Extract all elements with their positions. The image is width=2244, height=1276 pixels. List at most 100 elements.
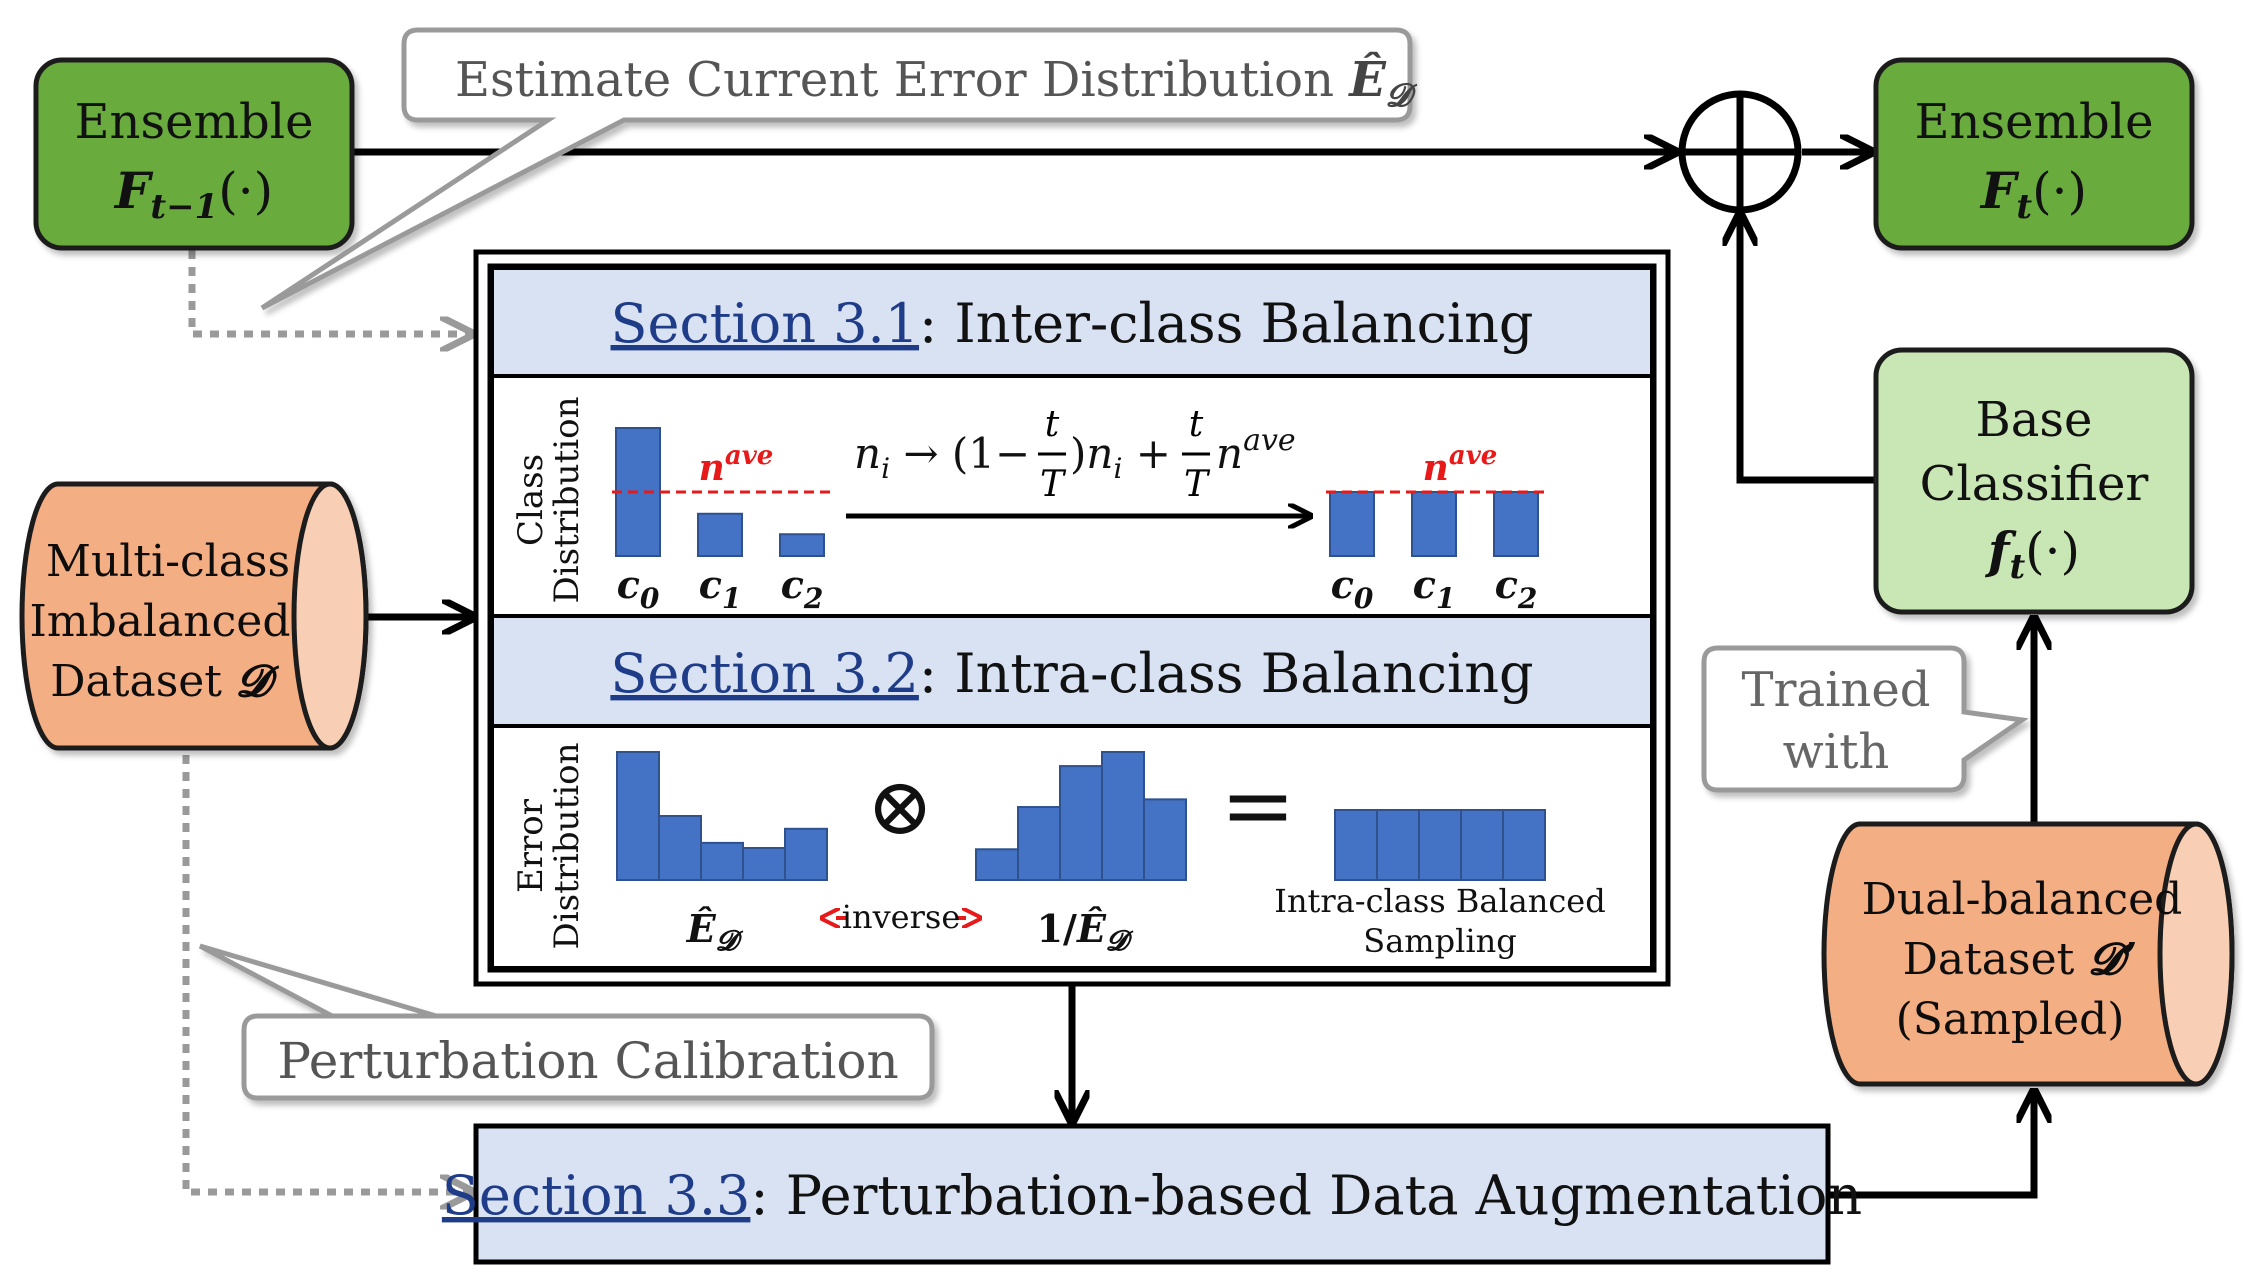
balanced-bar-0 bbox=[1334, 809, 1378, 881]
balanced-bar-3 bbox=[1460, 809, 1504, 881]
ensemble-next-subscript: t bbox=[2016, 187, 2032, 227]
after-class-label-0: c0 bbox=[1331, 562, 1374, 615]
inter-class-formula-tail: nave bbox=[1216, 423, 1296, 478]
after-class-label-1: c1 bbox=[1413, 562, 1456, 615]
formula-fraction-t-2: t bbox=[1189, 404, 1204, 445]
svg-text:Base: Base bbox=[1976, 392, 2093, 448]
error-distribution-axis-label: ErrorDistribution bbox=[511, 743, 587, 950]
error-bar-2 bbox=[700, 841, 744, 882]
svg-text:Section 3.1: Inter-class Balan: Section 3.1: Inter-class Balancing bbox=[611, 292, 1534, 355]
ensemble-prev-title: Ensemble bbox=[75, 94, 314, 150]
class-distribution-axis-label: ClassDistribution bbox=[511, 397, 587, 604]
balanced-bar-4 bbox=[1502, 809, 1546, 881]
estimate-callout-text: Estimate Current Error Distribution bbox=[455, 52, 1349, 108]
svg-text:Ensemble: Ensemble bbox=[75, 94, 314, 150]
svg-text:Trained: Trained bbox=[1742, 662, 1931, 718]
dual-balanced-dataset-node: Dual-balanced Dataset 𝓓’ (Sampled) bbox=[1821, 821, 2235, 1087]
after-class-label-2: c2 bbox=[1495, 562, 1538, 615]
trained-with-line1: Trained bbox=[1742, 662, 1931, 718]
svg-text:with: with bbox=[1783, 724, 1890, 780]
section-3-2-header bbox=[490, 614, 1654, 728]
formula-fraction-T-1: T bbox=[1040, 464, 1067, 505]
estimate-callout-symbol: Ê bbox=[1347, 51, 1387, 108]
perturbation-calibration-text: Perturbation Calibration bbox=[277, 1032, 898, 1090]
error-distribution-label: Ê𝓓 bbox=[686, 906, 744, 957]
ensemble-prev-args: (·) bbox=[218, 162, 273, 220]
ensemble-prev-symbol: F bbox=[113, 161, 154, 220]
section-3-3-link[interactable]: Section 3.3 bbox=[442, 1164, 751, 1227]
after-bar-0 bbox=[1329, 491, 1375, 557]
base-classifier-line2: Classifier bbox=[1920, 456, 2149, 512]
svg-text:(Sampled): (Sampled) bbox=[1896, 994, 2125, 1045]
classifier-to-sum-arrow bbox=[1740, 218, 1876, 484]
before-bar-2 bbox=[779, 533, 825, 557]
dual-line1: Dual-balanced bbox=[1862, 874, 2183, 925]
inverse-bar-3 bbox=[1101, 751, 1145, 881]
error-bar-0 bbox=[616, 751, 660, 881]
svg-text:Multi-class: Multi-class bbox=[46, 536, 290, 587]
augmentation-to-dual-arrow bbox=[1828, 1095, 2034, 1199]
svg-text:Imbalanced: Imbalanced bbox=[30, 596, 291, 647]
dual-symbol: 𝓓’ bbox=[2088, 934, 2137, 985]
after-bar-1 bbox=[1411, 491, 1457, 557]
multi-class-dataset-node: Multi-class Imbalanced Dataset 𝓓 bbox=[19, 481, 369, 751]
error-bar-3 bbox=[742, 847, 786, 881]
inverse-distribution-label: 1/Ê𝓓 bbox=[1037, 906, 1134, 957]
before-bar-1 bbox=[697, 512, 743, 558]
trained-with-line2: with bbox=[1783, 724, 1890, 780]
dataset-line1: Multi-class bbox=[46, 536, 290, 587]
before-class-label-1: c1 bbox=[699, 562, 742, 615]
svg-text:Ft−1(·): Ft−1(·) bbox=[113, 161, 273, 227]
balanced-bar-1 bbox=[1376, 809, 1420, 881]
formula-fraction-t-1: t bbox=[1045, 404, 1060, 445]
formula-fraction-T-2: T bbox=[1184, 464, 1211, 505]
svg-text:Perturbation Calibration: Perturbation Calibration bbox=[277, 1032, 898, 1090]
after-bar-2 bbox=[1493, 491, 1539, 557]
inverse-bar-2 bbox=[1059, 765, 1103, 882]
intra-class-balanced-bars bbox=[1334, 809, 1546, 881]
section-3-1-link[interactable]: Section 3.1 bbox=[611, 292, 920, 355]
ensemble-prev-node: Ensemble Ft−1(·) bbox=[33, 57, 355, 251]
svg-text:Ensemble: Ensemble bbox=[1915, 94, 2154, 150]
ensemble-next-title: Ensemble bbox=[1915, 94, 2154, 150]
inverse-bar-4 bbox=[1143, 798, 1187, 881]
dual-line3: (Sampled) bbox=[1896, 994, 2125, 1045]
equals-operator: = bbox=[1220, 753, 1295, 858]
svg-text:Dual-balanced: Dual-balanced bbox=[1862, 874, 2183, 925]
calibration-dotted-arrow bbox=[182, 755, 468, 1192]
ensemble-next-symbol: F bbox=[1979, 161, 2020, 220]
before-class-label-0: c0 bbox=[617, 562, 660, 615]
svg-text:Section 3.3: Perturbation-base: Section 3.3: Perturbation-based Data Aug… bbox=[442, 1164, 1862, 1227]
svg-text:Estimate Current Error Distrib: Estimate Current Error Distribution Ê𝓓 bbox=[455, 51, 1418, 114]
ensemble-prev-subscript: t−1 bbox=[150, 187, 218, 227]
perturbation-calibration-callout: Perturbation Calibration bbox=[198, 943, 935, 1101]
ensemble-next-args: (·) bbox=[2032, 162, 2087, 220]
section-3-3-box: Section 3.3: Perturbation-based Data Aug… bbox=[442, 1123, 1862, 1265]
otimes-operator: ⊗ bbox=[866, 760, 933, 853]
base-classifier-line1: Base bbox=[1976, 392, 2093, 448]
svg-text:Dataset 𝓓: Dataset 𝓓 bbox=[50, 656, 280, 707]
base-classifier-node: Base Classifier ft(·) bbox=[1873, 347, 2195, 615]
sum-node bbox=[1678, 90, 1802, 214]
svg-text:Section 3.2: Intra-class Balan: Section 3.2: Intra-class Balancing bbox=[610, 642, 1533, 705]
base-classifier-args: (·) bbox=[2025, 522, 2080, 580]
inter-class-formula-mid: )ni + bbox=[1070, 429, 1171, 485]
before-n-ave-label: nave bbox=[699, 441, 774, 489]
connectors bbox=[182, 152, 2034, 1199]
svg-text:Classifier: Classifier bbox=[1920, 456, 2149, 512]
section-3-1-title: : Inter-class Balancing bbox=[919, 292, 1533, 355]
inverse-label: inverse bbox=[842, 898, 961, 936]
section-3-2-link[interactable]: Section 3.2 bbox=[610, 642, 919, 705]
error-bar-1 bbox=[658, 815, 702, 881]
inverse-bar-0 bbox=[975, 848, 1019, 882]
section-3-3-title: : Perturbation-based Data Augmentation bbox=[750, 1164, 1862, 1227]
estimate-callout-subscript: 𝓓 bbox=[1386, 76, 1418, 114]
before-class-label-2: c2 bbox=[781, 562, 824, 615]
inverse-error-distribution-bars bbox=[975, 751, 1187, 882]
dual-line2: Dataset bbox=[1903, 934, 2089, 985]
svg-text:Ft(·): Ft(·) bbox=[1979, 161, 2087, 227]
error-distribution-bars bbox=[616, 751, 828, 882]
